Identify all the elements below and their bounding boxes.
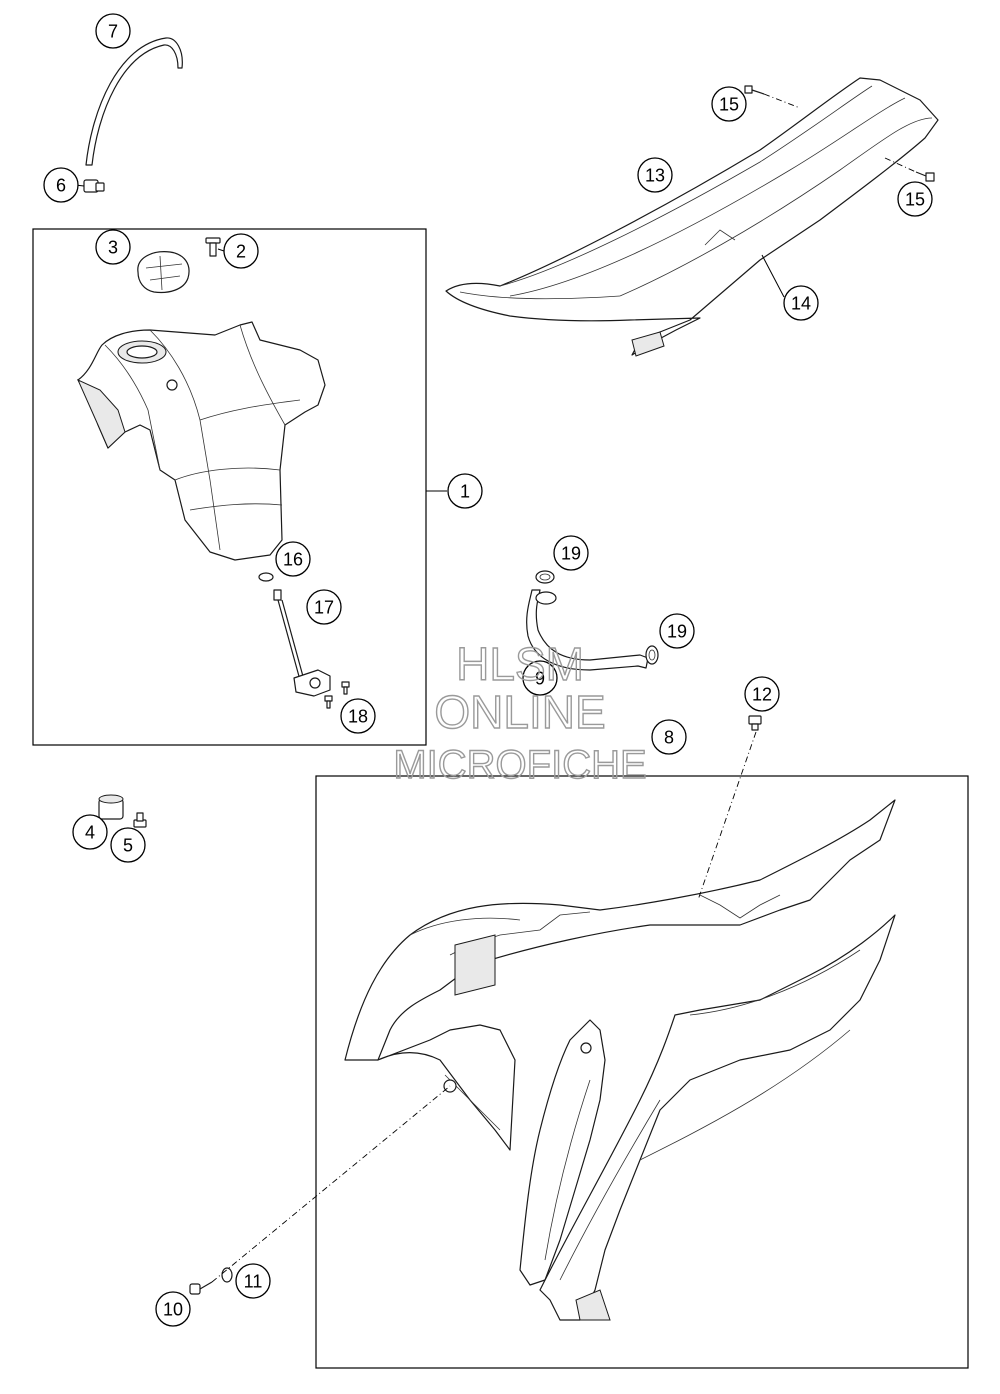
callout-circle — [155, 1291, 191, 1327]
callout-label: 9 — [535, 669, 545, 689]
assembly-line-screw-15a — [763, 93, 801, 109]
callout-circle — [223, 233, 259, 269]
callout-4: 4 — [72, 814, 108, 850]
callout-label: 19 — [667, 622, 687, 642]
watermark-line-3: MICROFICHE — [393, 743, 646, 787]
callout-12: 12 — [744, 676, 780, 712]
callout-7: 7 — [95, 13, 131, 49]
callout-circle — [783, 285, 819, 321]
callout-9: 9 — [522, 660, 558, 696]
leader-lines — [74, 184, 785, 492]
assembly-line-bolt-10 — [211, 1085, 451, 1283]
callout-16: 16 — [275, 541, 311, 577]
radiator-shroud-left-lower — [377, 1024, 516, 1151]
callout-circle — [43, 167, 79, 203]
callout-17: 17 — [306, 589, 342, 625]
radiator-shroud-left — [344, 799, 896, 1061]
fuel-tap — [273, 589, 331, 697]
callout-18: 18 — [340, 698, 376, 734]
callout-circle — [522, 660, 558, 696]
callout-label: 8 — [664, 728, 674, 748]
callout-circle — [72, 814, 108, 850]
callout-label: 5 — [123, 836, 133, 856]
callout-label: 12 — [752, 685, 772, 705]
callout-label: 15 — [905, 190, 925, 210]
breather-hose — [85, 37, 183, 166]
callout-label: 6 — [56, 176, 66, 196]
callout-circle — [553, 535, 589, 571]
watermark-line-1: HLSM — [456, 638, 584, 690]
callout-19a: 19 — [553, 535, 589, 571]
callout-label: 7 — [108, 22, 118, 42]
callout-15b: 15 — [897, 181, 933, 217]
tank-screw — [205, 237, 221, 257]
callout-14: 14 — [783, 285, 819, 321]
callout-15a: 15 — [711, 86, 747, 122]
assembly-line-bolt-12 — [697, 731, 757, 901]
callout-label: 18 — [348, 707, 368, 727]
callout-1: 1 — [447, 473, 483, 509]
callout-circle — [711, 86, 747, 122]
callout-5: 5 — [110, 827, 146, 863]
callout-circle — [95, 229, 131, 265]
side-cover-right — [539, 914, 896, 1321]
vent-hose — [526, 589, 649, 671]
callout-circle — [235, 1263, 271, 1299]
shroud-washer — [221, 1267, 233, 1283]
callout-circle — [110, 827, 146, 863]
callout-circle — [897, 181, 933, 217]
seat — [445, 77, 939, 357]
fuel-tank-group-frame — [32, 228, 427, 746]
callout-label: 10 — [163, 1300, 183, 1320]
callout-8: 8 — [651, 719, 687, 755]
side-cover-group-frame — [315, 775, 969, 1369]
callout-label: 3 — [108, 238, 118, 258]
side-cover-left — [519, 1019, 606, 1286]
tank-cap — [137, 251, 190, 294]
callout-label: 4 — [85, 823, 95, 843]
side-cover-bolt-top — [748, 715, 762, 731]
callout-19b: 19 — [659, 613, 695, 649]
callout-label: 15 — [719, 95, 739, 115]
hose-clamp-right — [645, 645, 659, 665]
watermark-line-2: ONLINE — [434, 686, 605, 738]
callout-13: 13 — [637, 157, 673, 193]
callout-circle — [637, 157, 673, 193]
callout-10: 10 — [155, 1291, 191, 1327]
callout-label: 2 — [236, 242, 246, 262]
callout-3: 3 — [95, 229, 131, 265]
assembly-line-screw-15b — [884, 157, 917, 173]
fuel-tank — [77, 321, 326, 561]
callout-label: 1 — [460, 482, 470, 502]
callout-11: 11 — [235, 1263, 271, 1299]
callout-label: 13 — [645, 166, 665, 186]
callout-label: 14 — [791, 294, 811, 314]
callout-circle — [447, 473, 483, 509]
seat-screw-left — [744, 85, 765, 95]
watermark: HLSM ONLINE MICROFICHE — [393, 637, 648, 787]
spacer — [98, 794, 124, 820]
callout-circle — [275, 541, 311, 577]
callout-circle — [659, 613, 695, 649]
callout-circle — [744, 676, 780, 712]
callout-circle — [95, 13, 131, 49]
callout-6: 6 — [43, 167, 79, 203]
callout-label: 17 — [314, 598, 334, 618]
callout-label: 11 — [244, 1272, 263, 1292]
callout-circle — [340, 698, 376, 734]
bolt-small — [133, 812, 147, 828]
callout-circle — [651, 719, 687, 755]
shroud-bolt — [189, 1281, 213, 1295]
fuel-tap-screws — [324, 681, 350, 709]
callout-2: 2 — [223, 233, 259, 269]
callout-circle — [306, 589, 342, 625]
hose-fitting — [83, 179, 105, 193]
seat-screw-right — [915, 171, 935, 182]
callout-label: 19 — [561, 544, 581, 564]
o-ring — [258, 572, 274, 582]
callout-label: 16 — [283, 550, 303, 570]
hose-clamp-top — [535, 570, 555, 584]
